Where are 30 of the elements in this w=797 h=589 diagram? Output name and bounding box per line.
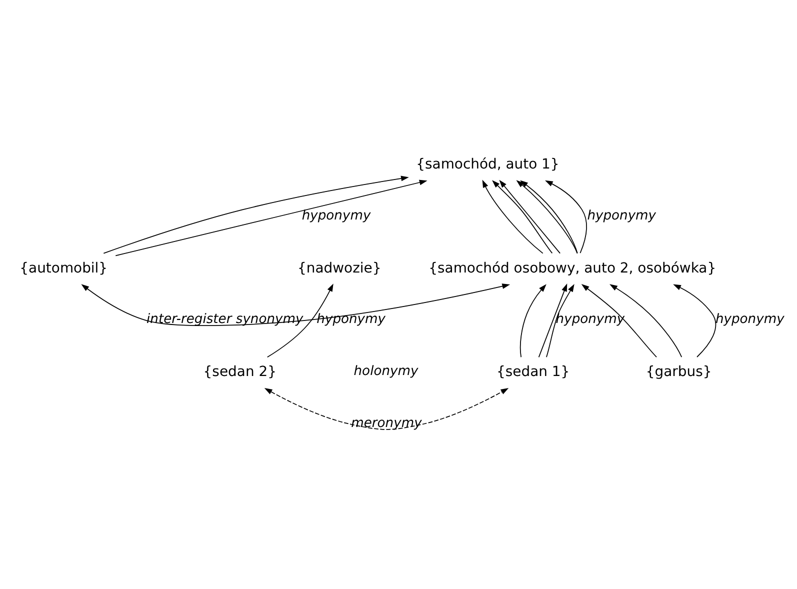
arrow [264, 388, 509, 430]
arrow [266, 283, 334, 358]
edge-label: hyponymy [715, 312, 784, 327]
edge-label: hyponymy [556, 312, 625, 327]
arrow [499, 179, 560, 254]
arrow [610, 284, 682, 358]
edge-label: hyponymy [587, 208, 656, 223]
node-text: {samochód osobowy, auto 2, osobówka} [428, 260, 716, 276]
node-text: {sedan 1} [496, 364, 570, 380]
node-text: {garbus} [646, 364, 712, 380]
node-text: {automobil} [20, 260, 108, 276]
edge-label: hyponymy [302, 208, 371, 223]
edge-label: hyponymy [316, 312, 386, 327]
arrow [103, 175, 409, 254]
arrow [546, 283, 574, 358]
arrow [482, 179, 544, 254]
arrow [544, 180, 587, 254]
edge-label: inter-register synonymy [146, 312, 304, 327]
label: holonymy [354, 364, 418, 379]
arrow [581, 283, 657, 358]
arrow [520, 284, 546, 358]
arrow [115, 179, 428, 256]
arrow [81, 283, 510, 326]
arrow [538, 283, 568, 358]
edge-label: meronymy [351, 415, 422, 430]
node-text: {nadwozie} [298, 260, 382, 276]
arrow [492, 180, 553, 254]
arrow [673, 284, 716, 357]
node-text: {sedan 2} [203, 364, 276, 380]
node-text: {samochód, auto 1} [416, 156, 560, 172]
